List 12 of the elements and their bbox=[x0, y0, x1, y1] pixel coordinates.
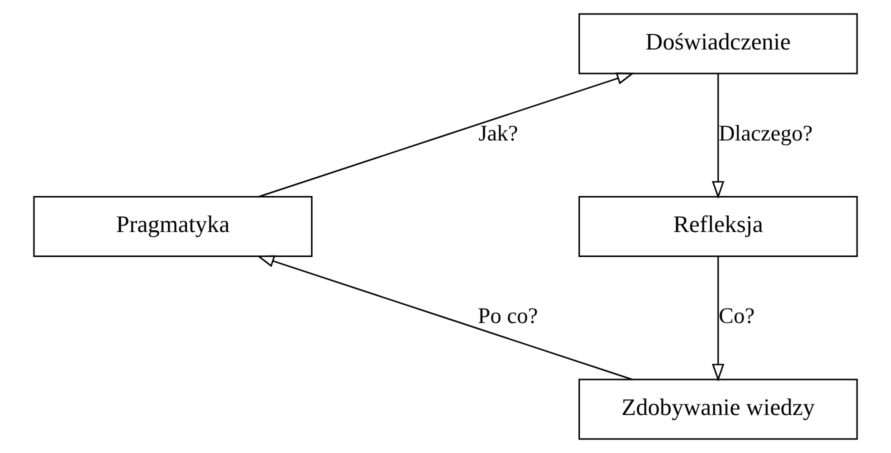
node-box: Refleksja bbox=[578, 196, 858, 257]
edge-label: Co? bbox=[718, 303, 755, 328]
arrow bbox=[712, 74, 724, 199]
node-box: Doświadczenie bbox=[578, 13, 858, 74]
node-box: Zdobywanie wiedzy bbox=[578, 378, 858, 440]
arrow bbox=[258, 72, 634, 198]
edge-label: Po co? bbox=[478, 303, 538, 328]
arrow bbox=[712, 256, 724, 382]
edge-label: Jak? bbox=[478, 120, 518, 146]
node-box: Pragmatyka bbox=[33, 196, 313, 257]
edge-label: Dlaczego? bbox=[718, 120, 813, 146]
arrow bbox=[256, 255, 633, 380]
